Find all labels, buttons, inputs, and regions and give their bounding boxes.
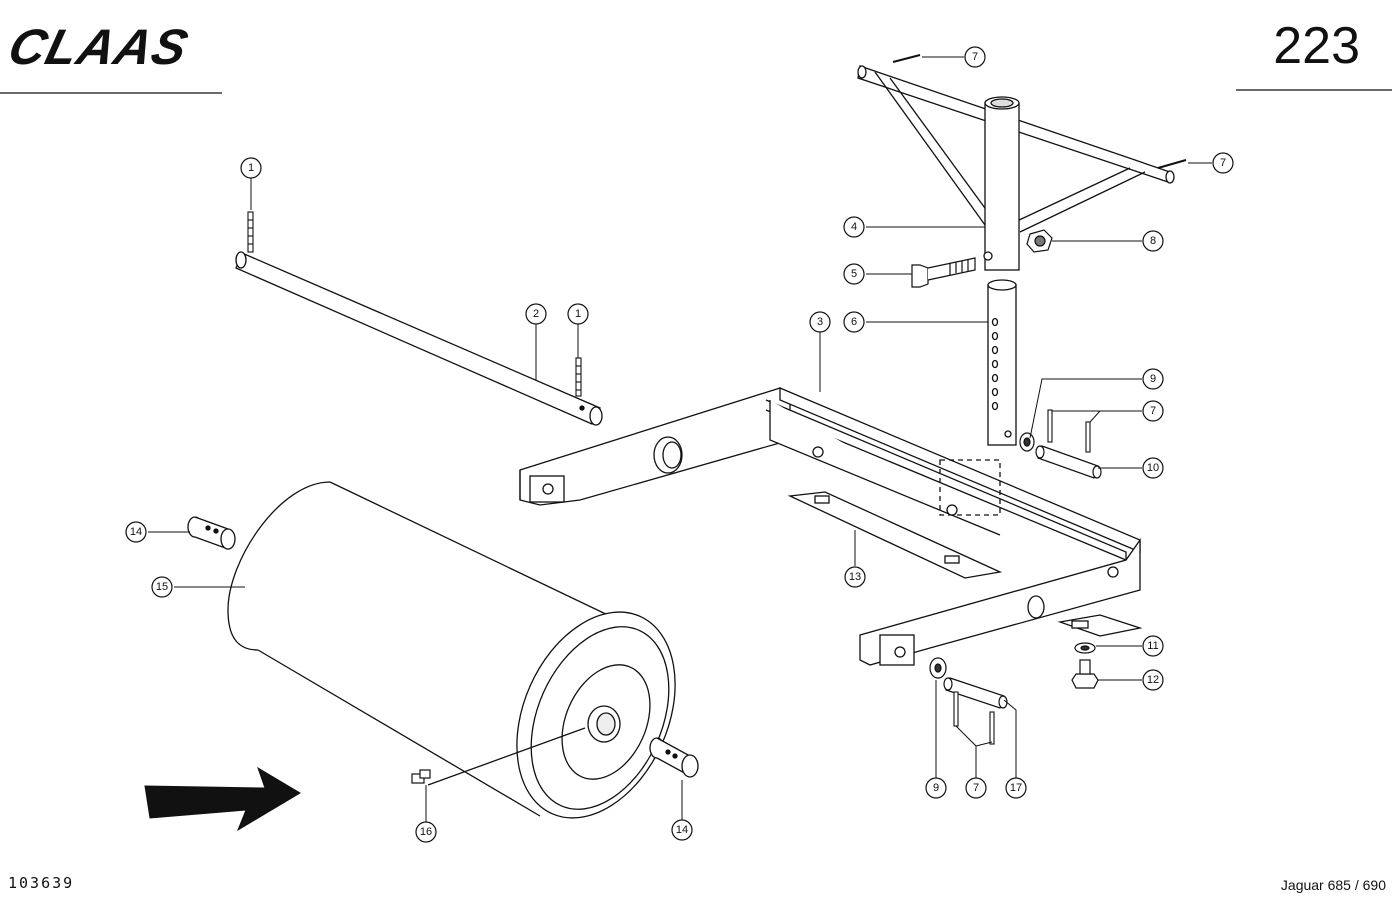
callout-12 — [1142, 669, 1164, 691]
callout-label-17: 17 — [1010, 782, 1022, 794]
callout-6 — [843, 311, 865, 333]
callout-label-9a: 9 — [1150, 373, 1156, 385]
callout-4 — [843, 216, 865, 238]
callout-label-13: 13 — [849, 571, 861, 583]
callout-8 — [1142, 230, 1164, 252]
shaft — [235, 251, 603, 426]
nut — [1026, 229, 1053, 253]
callout-label-5: 5 — [851, 268, 857, 280]
callout-11 — [1142, 635, 1164, 657]
document-number: 103639 — [8, 874, 75, 892]
roller-drum — [227, 481, 676, 819]
bolt — [911, 257, 976, 288]
washer-and-bolt — [1071, 642, 1099, 689]
callout-bubbles — [125, 46, 1234, 843]
callout-label-11: 11 — [1147, 640, 1158, 652]
callout-7b — [1212, 152, 1234, 174]
callout-2 — [525, 303, 547, 325]
grease-nipple — [411, 769, 431, 784]
callout-13 — [844, 566, 866, 588]
model-label: Jaguar 685 / 690 — [1280, 877, 1386, 893]
callout-label-1a: 1 — [248, 162, 254, 174]
callout-17 — [1005, 777, 1027, 799]
callout-label-6: 6 — [851, 316, 857, 328]
leader-lines — [148, 56, 1212, 822]
callout-label-14b: 14 — [676, 824, 688, 836]
callout-14a — [125, 521, 147, 543]
callout-7a — [964, 46, 986, 68]
callout-label-7d: 7 — [973, 782, 979, 794]
callout-label-8: 8 — [1150, 235, 1156, 247]
callout-label-14a: 14 — [130, 526, 142, 538]
callout-10 — [1142, 457, 1164, 479]
callout-5 — [843, 263, 865, 285]
stand — [857, 65, 1175, 271]
callout-1b — [567, 303, 589, 325]
callout-7d — [965, 777, 987, 799]
callout-label-10: 10 — [1147, 462, 1159, 474]
frame — [519, 387, 1143, 666]
callout-label-7a: 7 — [972, 51, 978, 63]
callout-7c — [1142, 400, 1164, 422]
callout-label-4: 4 — [851, 221, 857, 233]
direction-arrow — [144, 766, 301, 832]
callout-label-3: 3 — [817, 316, 823, 328]
callout-1a — [240, 157, 262, 179]
callout-label-16: 16 — [420, 826, 432, 838]
callout-label-15: 15 — [156, 581, 168, 593]
callout-label-12: 12 — [1147, 674, 1159, 686]
bushing-right — [649, 737, 699, 778]
callout-16 — [415, 821, 437, 843]
callout-labels: 1 1 2 3 4 5 6 7 7 7 7 8 9 9 10 11 12 13 … — [130, 51, 1226, 838]
callout-3 — [809, 311, 831, 333]
callout-15 — [151, 576, 173, 598]
callout-label-1b: 1 — [575, 308, 581, 320]
callout-9a — [1142, 368, 1164, 390]
page-number: 223 — [1273, 17, 1360, 75]
callout-label-7c: 7 — [1150, 405, 1156, 417]
adjusting-tube — [987, 279, 1017, 446]
callout-14b — [671, 819, 693, 841]
callout-label-9b: 9 — [933, 782, 939, 794]
spring-pins — [247, 211, 582, 397]
callout-9b — [925, 777, 947, 799]
callout-label-7b: 7 — [1220, 157, 1226, 169]
bushing-left — [187, 516, 236, 550]
callout-label-2: 2 — [533, 308, 539, 320]
pins — [943, 445, 1102, 709]
